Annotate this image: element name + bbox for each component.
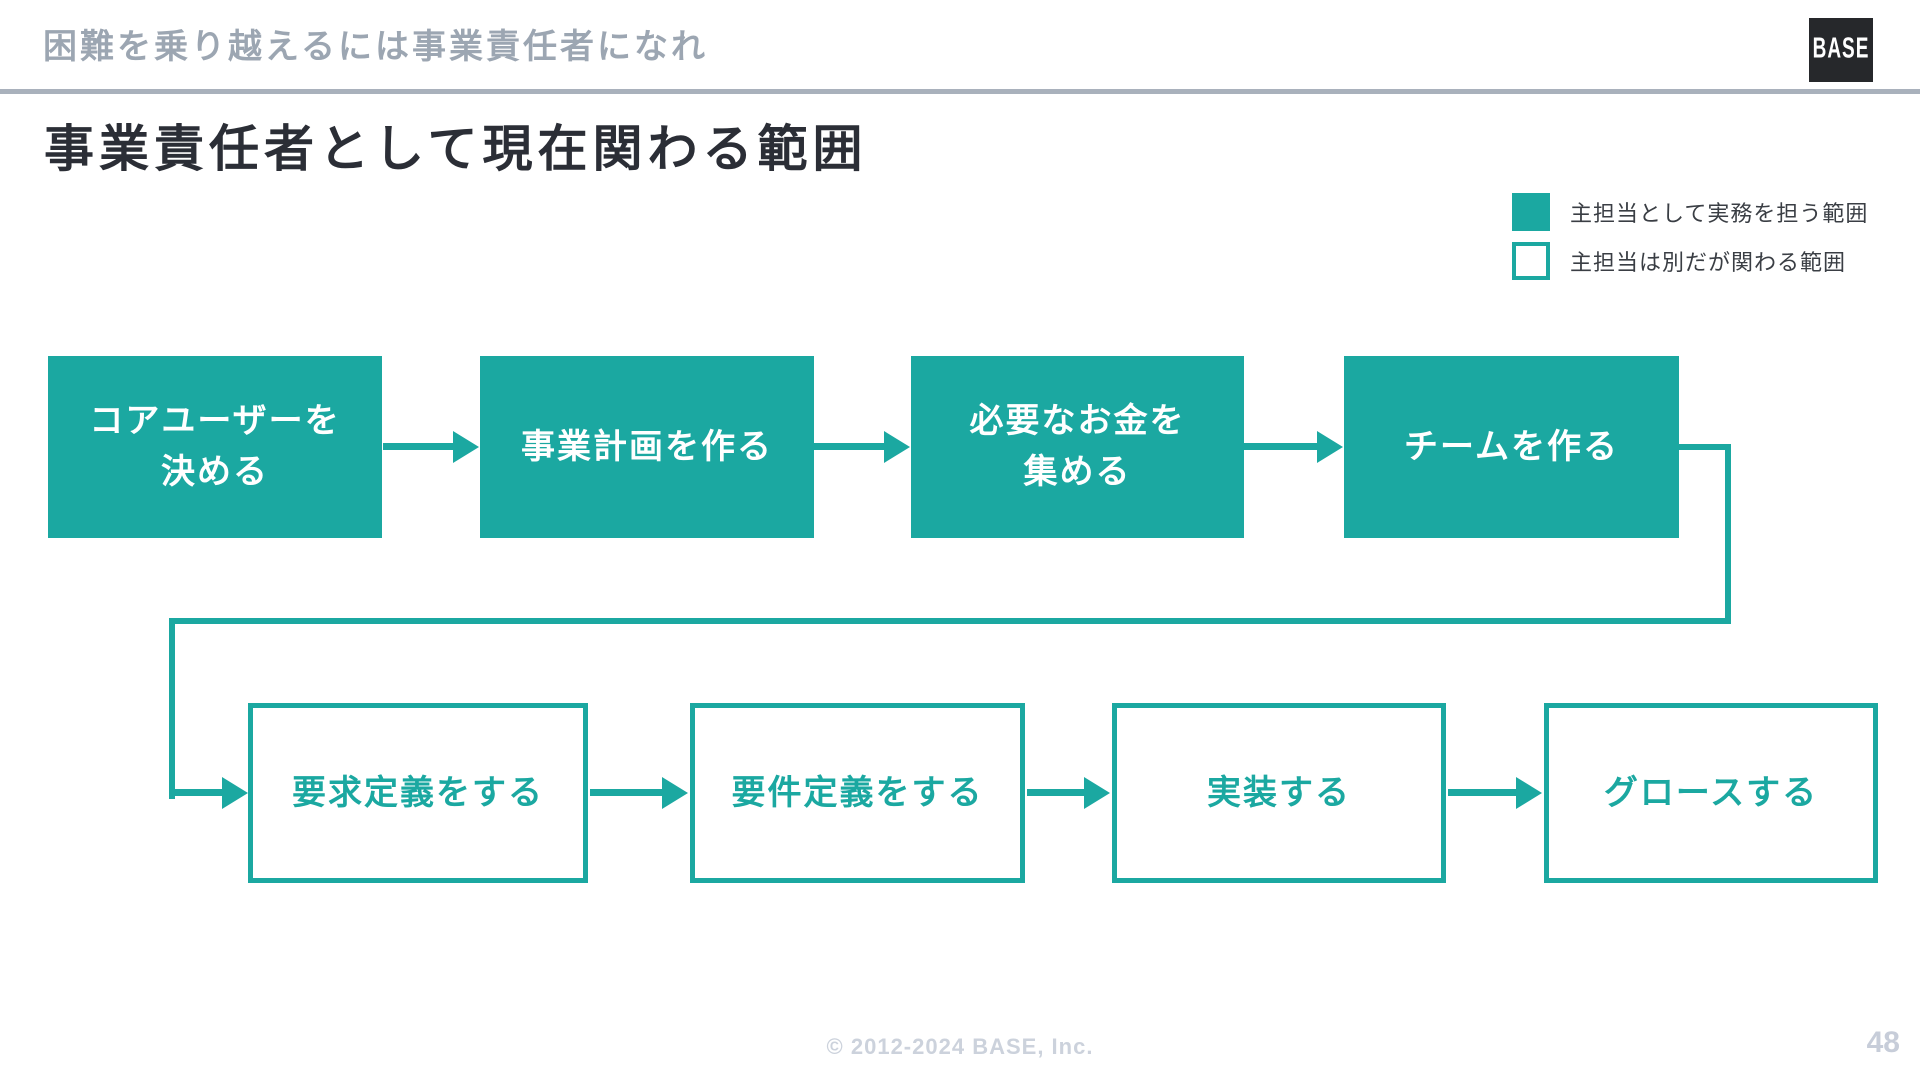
flow-arrow-icon: [383, 431, 479, 463]
arrow-head-icon: [1516, 777, 1542, 809]
flow-arrow-icon: [590, 777, 688, 809]
legend-label-primary: 主担当として実務を担う範囲: [1570, 201, 1869, 226]
flow-arrow-icon: [1027, 777, 1110, 809]
flow-step-business-plan: 事業計画を作る: [480, 356, 814, 538]
arrow-head-icon: [1084, 777, 1110, 809]
connector-segment: [1679, 444, 1731, 450]
arrow-shaft: [1027, 789, 1088, 796]
flow-step-requirements-definition: 要件定義をする: [690, 703, 1025, 883]
arrow-shaft: [172, 789, 226, 796]
arrow-shaft: [813, 443, 888, 450]
connector-segment: [169, 618, 175, 799]
arrow-head-icon: [1317, 431, 1343, 463]
flow-step-label: 要求定義をする: [292, 773, 544, 812]
flow-step-implement: 実装する: [1112, 703, 1446, 883]
flow-arrow-icon: [1244, 431, 1343, 463]
arrow-shaft: [590, 789, 666, 796]
legend-item-primary-scope: 主担当として実務を担う範囲: [1512, 192, 1868, 232]
arrow-head-icon: [884, 431, 910, 463]
connector-arrow-icon: [172, 777, 248, 809]
connector-segment: [1725, 444, 1731, 624]
flow-step-label: 事業計画を作る: [521, 427, 773, 466]
header-divider: [0, 89, 1920, 94]
flow-step-label: 実装する: [1207, 773, 1351, 812]
flow-step-core-user: コアユーザーを 決める: [48, 356, 382, 538]
arrow-head-icon: [453, 431, 479, 463]
page-number: 48: [1866, 1026, 1900, 1059]
legend-item-secondary-scope: 主担当は別だが関わる範囲: [1512, 241, 1846, 281]
base-logo: BASE: [1809, 18, 1873, 82]
flow-step-label: 要件定義をする: [731, 773, 984, 812]
flow-arrow-icon: [1448, 777, 1542, 809]
flow-step-growth: グロースする: [1544, 703, 1878, 883]
page-title: 事業責任者として現在関わる範囲: [44, 121, 868, 177]
flow-step-label: コアユーザーを 決める: [89, 402, 341, 491]
flow-step-label: チームを作る: [1404, 427, 1619, 466]
flow-step-build-team: チームを作る: [1344, 356, 1679, 538]
slide-kicker: 困難を乗り越えるには事業責任者になれ: [43, 28, 708, 66]
connector-segment: [169, 618, 1731, 624]
base-logo-text: BASE: [1812, 33, 1870, 66]
legend-label-secondary: 主担当は別だが関わる範囲: [1570, 250, 1847, 275]
flow-step-label: グロースする: [1603, 773, 1819, 812]
arrow-shaft: [1244, 443, 1321, 450]
arrow-shaft: [1448, 789, 1520, 796]
flow-step-label: 必要なお金を 集める: [969, 402, 1186, 491]
arrow-head-icon: [222, 777, 248, 809]
legend-outlined-swatch-icon: [1512, 242, 1550, 280]
flow-step-raise-money: 必要なお金を 集める: [911, 356, 1244, 538]
legend-filled-swatch-icon: [1512, 193, 1550, 231]
arrow-head-icon: [662, 777, 688, 809]
flow-arrow-icon: [813, 431, 910, 463]
copyright-text: © 2012-2024 BASE, Inc.: [826, 1034, 1094, 1059]
flow-step-requirements-request: 要求定義をする: [248, 703, 588, 883]
arrow-shaft: [383, 443, 457, 450]
